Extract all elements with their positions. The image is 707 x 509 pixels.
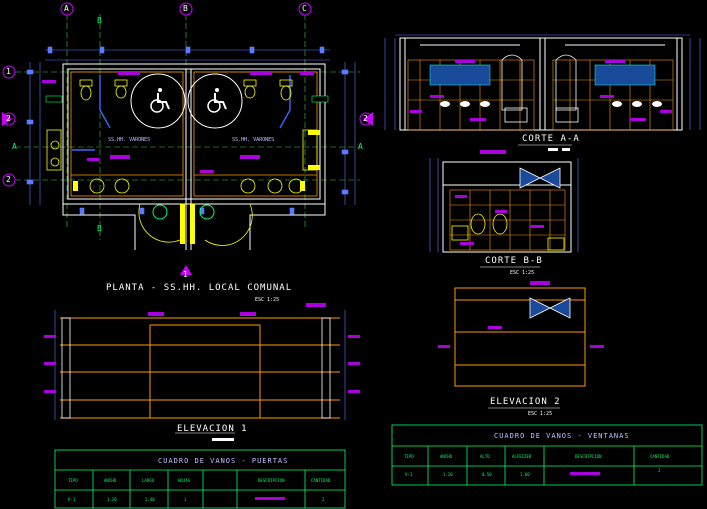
doors-header-tipo: TIPO <box>68 478 78 483</box>
accessible-icon <box>150 88 227 113</box>
elevation-2-title: ELEVACION 2 <box>490 397 561 407</box>
windows-header-alfeizer: ALFEIZER <box>512 454 532 459</box>
plan-title: PLANTA - SS.HH. LOCAL COMUNAL <box>106 283 293 293</box>
section-bb <box>429 150 579 268</box>
elevation-mark-1: 1 <box>183 270 188 279</box>
windows-cell-alto: 0.50 <box>482 472 492 477</box>
grid-row-2a: 2 <box>6 114 11 123</box>
doors-cell-largo: 2.40 <box>145 497 155 502</box>
grid-row-1: 1 <box>6 67 11 76</box>
elevation-1 <box>44 303 360 441</box>
grid-row-2c: 2 <box>363 114 368 123</box>
windows-header-tipo: TIPO <box>404 454 414 459</box>
table-windows-title: CUADRO DE VANOS - VENTANAS <box>494 432 630 440</box>
room-label-left: SS.HH. VARONES <box>108 137 151 143</box>
doors-header-hojas: HOJAS <box>178 478 191 483</box>
elevation-1-title: ELEVACION 1 <box>177 424 248 434</box>
doors-cell-ancho: 1.20 <box>107 497 117 502</box>
grid-col-b: B <box>183 4 188 13</box>
grid-row-2b: 2 <box>6 175 11 184</box>
table-doors-title: CUADRO DE VANOS - PUERTAS <box>158 457 289 465</box>
window-bb <box>519 167 561 189</box>
section-mark-b-bottom: B <box>97 224 102 233</box>
windows-cell-cantidad: 2 <box>658 468 661 473</box>
windows-cell-ancho: 1.20 <box>443 472 453 477</box>
section-mark-a-right: A <box>358 142 363 151</box>
section-mark-b-top: B <box>97 16 102 25</box>
windows-header-cantidad: CANTIDAD <box>650 454 670 459</box>
elevation-2 <box>438 281 604 409</box>
room-label-right: SS.HH. VARONES <box>232 137 275 143</box>
doors-cell-tipo: P-1 <box>68 497 76 502</box>
table-windows-frame <box>391 424 703 486</box>
doors-header-largo: LARGO <box>142 478 155 483</box>
doors-header-descripcion: DESCRIPCION <box>258 478 285 483</box>
section-aa-title: CORTE A-A <box>522 134 580 144</box>
windows-cell-tipo: V-1 <box>405 472 413 477</box>
doors-header-ancho: ANCHO <box>104 478 117 483</box>
windows-header-alto: ALTO <box>480 454 490 459</box>
grid-col-c: C <box>302 4 307 13</box>
section-bb-scale: ESC 1:25 <box>510 270 535 276</box>
floor-plan <box>2 46 373 275</box>
plan-scale: ESC 1:25 <box>255 297 280 303</box>
windows-header-ancho: ANCHO <box>440 454 453 459</box>
grid-col-a: A <box>64 4 69 13</box>
windows-cell-alfeizer: 1.60 <box>520 472 530 477</box>
doors-header-cantidad: CANTIDAD <box>311 478 331 483</box>
windows-header-descripcion: DESCRIPCION <box>575 454 602 459</box>
section-mark-a-left: A <box>12 142 17 151</box>
section-bb-title: CORTE B-B <box>485 256 543 266</box>
doors-cell-hojas: 1 <box>184 497 187 502</box>
elevation-2-scale: ESC 1:25 <box>528 411 553 417</box>
table-doors-frame <box>54 449 346 509</box>
section-aa <box>384 34 701 151</box>
doors-cell-cantidad: 2 <box>322 497 325 502</box>
